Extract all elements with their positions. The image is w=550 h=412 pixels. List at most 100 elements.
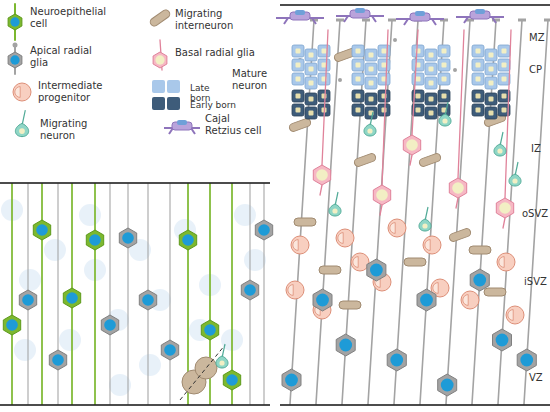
migrating-interneuron [469,246,491,254]
late-born-neuron [318,73,330,85]
faded-cell [244,249,266,271]
late-born-neuron [305,77,317,89]
ip-nucleus [293,240,298,251]
neuron-nucleus [476,77,481,82]
ip-nucleus [15,87,20,98]
neuron-nucleus [369,53,374,58]
neuron-nucleus [502,94,507,99]
cell-nucleus [316,294,329,307]
neuron-nucleus [502,77,507,82]
neuron-nucleus [309,53,314,58]
cell-fiber [263,184,265,404]
cell-fiber [127,184,129,404]
neuron-nucleus [382,108,387,113]
early-born-neuron [472,90,484,102]
cajal-nucleus [177,120,187,125]
late-born-neuron [318,45,330,57]
cell-body [153,52,167,68]
faded-cell [19,269,41,291]
cell-nucleus [496,334,509,347]
neuron-nucleus [309,67,314,72]
faded-cell [139,354,161,376]
neuron-nucleus [489,67,494,72]
legend-label: Cajal Retzius cell [205,113,267,137]
late-born-neuron [412,45,424,57]
cell-fiber [382,30,388,185]
early-born-neuron [352,104,364,116]
fiber-node [453,68,457,72]
neuron-nucleus [476,63,481,68]
early-born-neuron [485,107,497,119]
cell-nucleus [22,294,34,306]
intermediate-progenitor [388,219,406,237]
intermediate-progenitor [13,83,31,101]
cell-nucleus [182,234,194,246]
faded-cell [44,239,66,261]
legend-swatch-extra [167,80,180,93]
late-born-neuron [412,59,424,71]
early-born-neuron [292,104,304,116]
ip-nucleus [425,240,430,251]
early-born-neuron [425,107,437,119]
cell-nucleus [6,319,18,331]
neuron-nucleus [489,53,494,58]
early-born-neuron [485,93,497,105]
intermediate-progenitor [286,281,304,299]
faded-cell [14,339,36,361]
legend-label: Basal radial glia [175,47,255,59]
ip-nucleus [508,310,513,321]
migrating-interneuron [404,258,426,266]
legend-icons [8,4,200,137]
cell-nucleus [370,264,383,277]
intermediate-progenitor [506,306,524,324]
neuron-nucleus [476,49,481,54]
late-born-neuron [438,73,450,85]
migrating-interneuron [319,266,341,274]
cortex-panel [276,5,550,405]
neuron-nucleus [476,108,481,113]
neuron-nucleus [296,49,301,54]
cajal-nucleus [475,9,485,14]
faded-cell [59,329,81,351]
cell-nucleus [420,294,433,307]
zone-label: oSVZ [522,208,548,220]
zone-label: VZ [529,372,543,384]
late-born-neuron [378,73,390,85]
cell-body [438,374,457,396]
early-born-neuron [425,93,437,105]
late-born-neuron [292,73,304,85]
cell-fiber [412,30,418,135]
end-foot [336,19,344,22]
early-born-neuron [378,104,390,116]
cell-nucleus [52,354,64,366]
neuron-nucleus [442,94,447,99]
neuron-nucleus [429,111,434,116]
cell-nucleus [244,284,256,296]
migrating-neuron [364,124,376,136]
neuroepithelium-panel [0,183,273,405]
neuron-nucleus [429,67,434,72]
faded-cell [79,204,101,226]
early-born-neuron [352,90,364,102]
cell-body [223,370,240,390]
neuron-nucleus [369,67,374,72]
neuron-nucleus [489,111,494,116]
late-born-neuron [438,45,450,57]
neuron-nucleus [442,49,447,54]
legend-label: Mature neuron [232,68,272,92]
migrating-neuron [329,204,341,216]
ip-nucleus [463,295,468,306]
neuron-nucleus [429,97,434,102]
neuron-nucleus [356,94,361,99]
cell-body [313,289,332,311]
cell-body [19,290,36,310]
neuron-nucleus [502,63,507,68]
cell-nucleus [441,379,454,392]
neuron-nucleus [422,223,427,228]
neuron-nucleus [356,77,361,82]
cell-fiber [472,20,496,404]
migrating-interneuron [149,8,172,27]
late-born-neuron [485,77,497,89]
late-born-neuron [305,49,317,61]
migrating-neuron [216,356,228,368]
